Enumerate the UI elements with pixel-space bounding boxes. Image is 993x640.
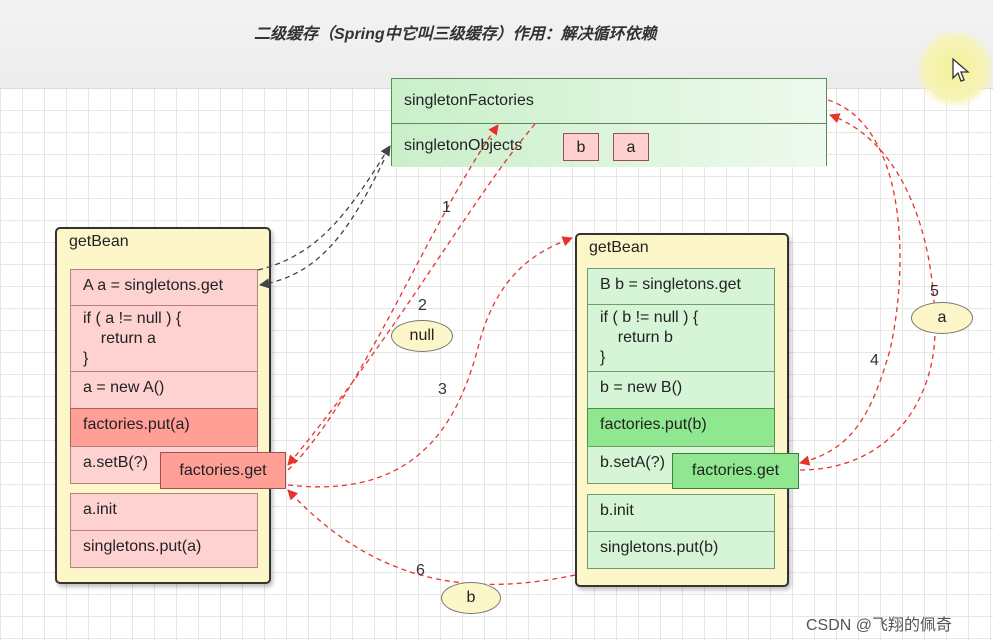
- step-label-1: 1: [442, 199, 451, 216]
- arrow-3: [287, 236, 573, 488]
- step-label-5: 5: [930, 283, 939, 300]
- left-factories-get: factories.get: [160, 452, 286, 489]
- arrow-6: [287, 489, 576, 585]
- left-init-line: a.init: [70, 493, 258, 531]
- arrow-4: [798, 99, 901, 466]
- cached-object-a: a: [613, 133, 649, 161]
- left-check-code: if ( a != null ) { return a }: [70, 305, 258, 372]
- arrow-query-cache: [257, 145, 391, 271]
- diagram-title: 二级缓存（Spring中它叫三级缓存）作用：解决循环依赖: [254, 26, 657, 43]
- arrow-2: [287, 123, 536, 466]
- left-get-line: A a = singletons.get: [70, 269, 258, 306]
- left-panel-title: getBean: [69, 233, 129, 250]
- watermark: CSDN @飞翔的佩奇: [806, 617, 953, 634]
- step-label-3: 3: [438, 381, 447, 398]
- cache-table: singletonFactories singletonObjects b a: [391, 78, 827, 167]
- right-put-singleton: singletons.put(b): [587, 531, 775, 569]
- step-label-2: 2: [418, 297, 427, 314]
- right-getbean-panel: getBean B b = singletons.get if ( b != n…: [575, 233, 789, 587]
- right-get-line: B b = singletons.get: [587, 268, 775, 305]
- b-bubble: b: [441, 582, 501, 614]
- right-factories-get: factories.get: [672, 453, 799, 489]
- singleton-factories-row: singletonFactories: [392, 79, 826, 123]
- arrow-cache-return: [258, 159, 385, 289]
- step-label-4: 4: [870, 352, 879, 369]
- right-put-factory: factories.put(b): [587, 408, 775, 447]
- cached-object-b: b: [563, 133, 599, 161]
- right-panel-title: getBean: [589, 239, 649, 256]
- null-bubble: null: [391, 320, 453, 352]
- right-create-line: b = new B(): [587, 371, 775, 409]
- singleton-factories-label: singletonFactories: [404, 92, 534, 109]
- header-band: [0, 0, 993, 89]
- a-bubble: a: [911, 302, 973, 334]
- singleton-objects-row: singletonObjects b a: [392, 123, 826, 167]
- right-init-line: b.init: [587, 494, 775, 532]
- mouse-pointer-icon: [952, 58, 970, 82]
- left-put-singleton: singletons.put(a): [70, 530, 258, 568]
- singleton-objects-label: singletonObjects: [404, 137, 523, 154]
- left-put-factory: factories.put(a): [70, 408, 258, 447]
- arrow-5: [799, 113, 936, 471]
- step-label-6: 6: [416, 562, 425, 579]
- arrow-1: [287, 124, 499, 471]
